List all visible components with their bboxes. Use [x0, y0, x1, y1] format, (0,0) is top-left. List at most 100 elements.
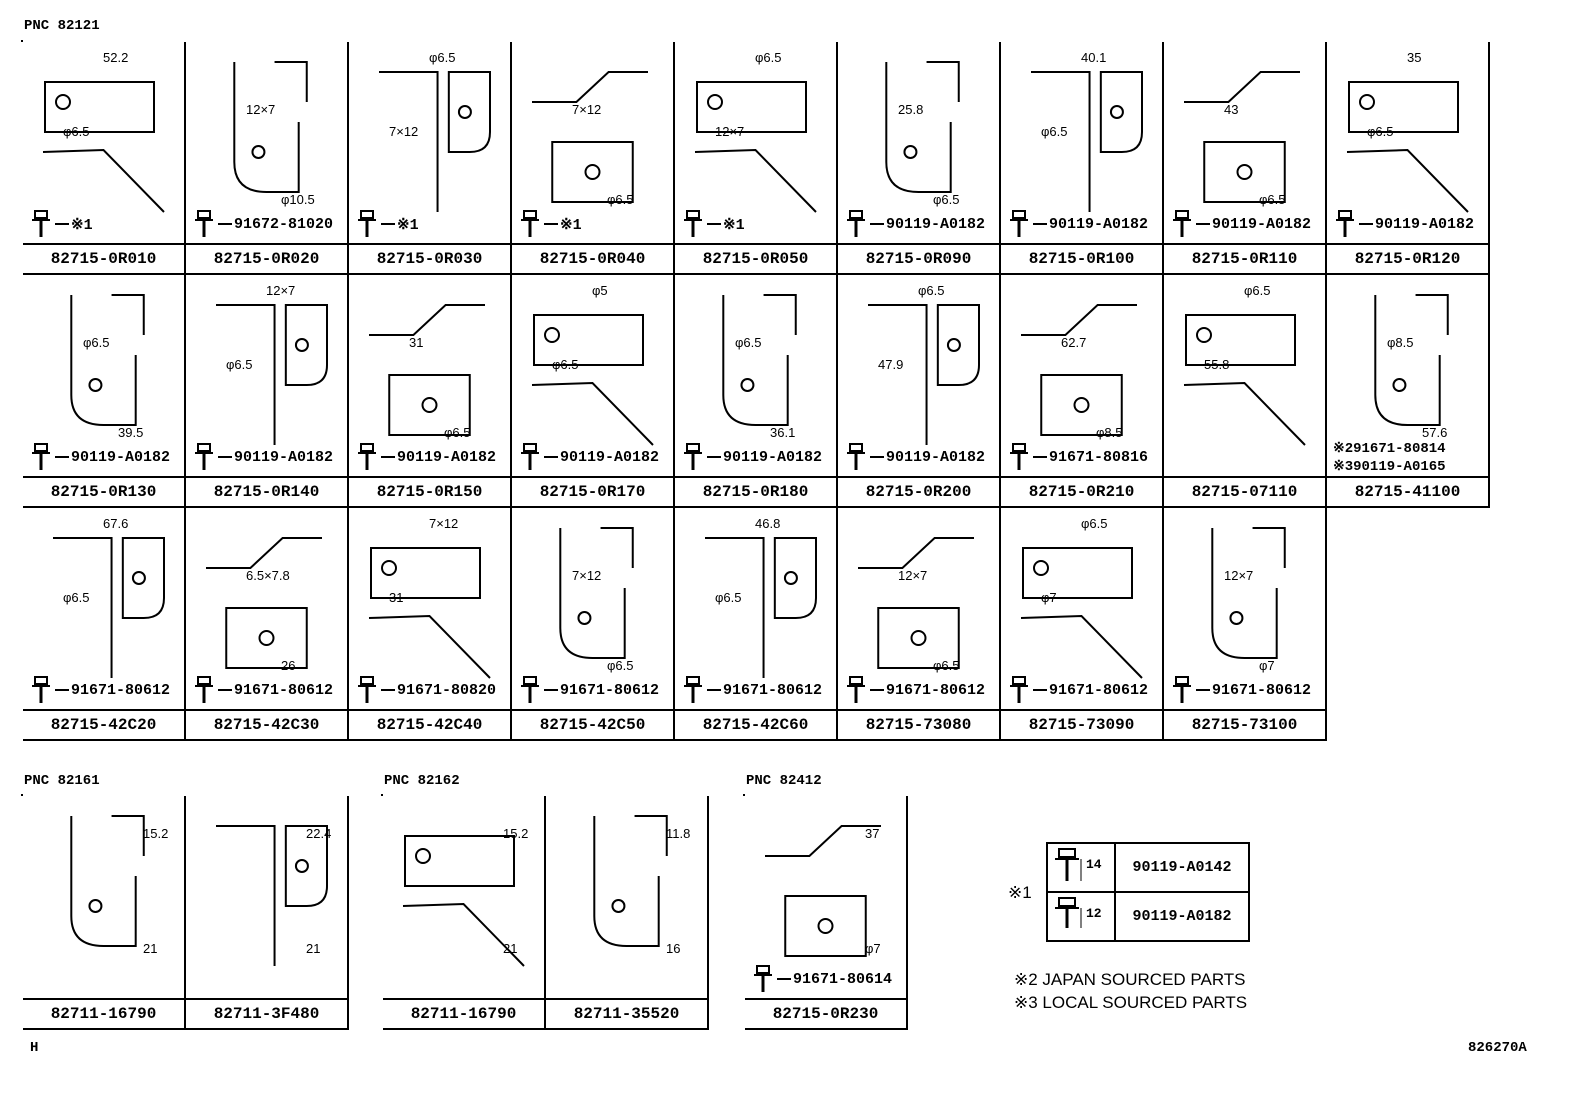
dimension-label: 21	[143, 941, 158, 956]
bolt-callout: 90119-A0182	[844, 209, 985, 239]
bolt-icon	[1010, 676, 1028, 703]
bolt-callout: 91672-81020	[192, 209, 333, 239]
bracket-drawing	[206, 537, 322, 669]
bolt-icon	[1010, 443, 1028, 470]
bolt-part-number: 90119-A0182	[1212, 215, 1312, 233]
legend-length-1: 14	[1086, 857, 1102, 872]
part-number: 82711-35520	[546, 998, 707, 1028]
bolt-part-number: ※1	[397, 216, 419, 234]
bolt-icon	[195, 210, 213, 237]
bracket-drawing	[532, 71, 648, 203]
bracket-drawing	[694, 81, 817, 213]
dimension-label: 67.6	[103, 516, 129, 531]
bolt-icon	[1173, 676, 1191, 703]
bolt-part-number: 91671-80612	[723, 681, 823, 699]
part-number: 82715-73080	[838, 709, 999, 739]
bolt-callout: 90119-A0182	[1170, 209, 1311, 239]
bolt-icon	[1336, 210, 1354, 237]
bracket-drawing	[559, 527, 634, 659]
dimension-label: 7×12	[572, 102, 602, 117]
dimension-label: φ6.5	[83, 335, 110, 350]
dimension-label: 62.7	[1061, 335, 1087, 350]
dimension-label: 12×7	[715, 124, 745, 139]
dimension-label: φ7	[865, 941, 881, 956]
bolt-callout: 91671-80612	[1007, 675, 1148, 705]
legend-part-2: 90119-A0182	[1114, 891, 1250, 942]
dimension-label: φ6.5	[933, 658, 960, 673]
bracket-drawing	[705, 537, 817, 678]
dimension-label: 7×12	[572, 568, 602, 583]
legend-bolt-icon-1: 14	[1046, 842, 1116, 893]
bolt-part-number: 91671-80612	[560, 681, 660, 699]
bolt-callout: 91671-80612	[681, 675, 822, 705]
bolt-icon	[847, 210, 865, 237]
part-number: 82711-16790	[23, 998, 184, 1028]
bolt-legend-table: 14 90119-A0142 12 90119-A0182	[1046, 842, 1250, 942]
dimension-label: φ10.5	[281, 192, 315, 207]
dimension-label: 12×7	[898, 568, 928, 583]
bolt-callout: 91671-80612	[29, 675, 170, 705]
part-number: 82715-0R110	[1164, 243, 1325, 273]
part-number: 82715-42C30	[186, 709, 347, 739]
dimension-label: 35	[1407, 50, 1422, 65]
part-number: 82715-0R140	[186, 476, 347, 506]
bracket-drawing	[1183, 314, 1306, 446]
dimension-label: φ6.5	[226, 357, 253, 372]
part-number: 82715-0R030	[349, 243, 510, 273]
bracket-drawing	[868, 304, 980, 445]
legend-part-1: 90119-A0142	[1114, 842, 1250, 893]
bracket-drawing	[402, 835, 525, 967]
bracket-drawing	[70, 815, 145, 947]
dimension-label: φ8.5	[1096, 425, 1123, 440]
part-number: 82715-0R120	[1327, 243, 1488, 273]
part-number: 82715-0R100	[1001, 243, 1162, 273]
part-number: 82715-0R230	[745, 998, 906, 1028]
pnc-label-82162: PNC 82162	[384, 773, 460, 789]
bolt-part-number: ※1	[723, 216, 745, 234]
dimension-label: φ6.5	[1081, 516, 1108, 531]
bolt-callout: 91671-80820	[355, 675, 496, 705]
bolt-callout: ※1	[29, 209, 93, 239]
bolt-part-number: 91671-80614	[793, 970, 893, 988]
dimension-label: 39.5	[118, 425, 144, 440]
bracket-drawing	[1211, 527, 1286, 659]
bolt-part-number: ※1	[560, 216, 582, 234]
bracket-drawing	[53, 537, 165, 678]
bracket-drawing	[233, 61, 308, 193]
bolt-icon	[358, 210, 376, 237]
bolt-part-number: 91671-80612	[1212, 681, 1312, 699]
bolt-part-number: ※390119-A0165	[1333, 459, 1446, 475]
